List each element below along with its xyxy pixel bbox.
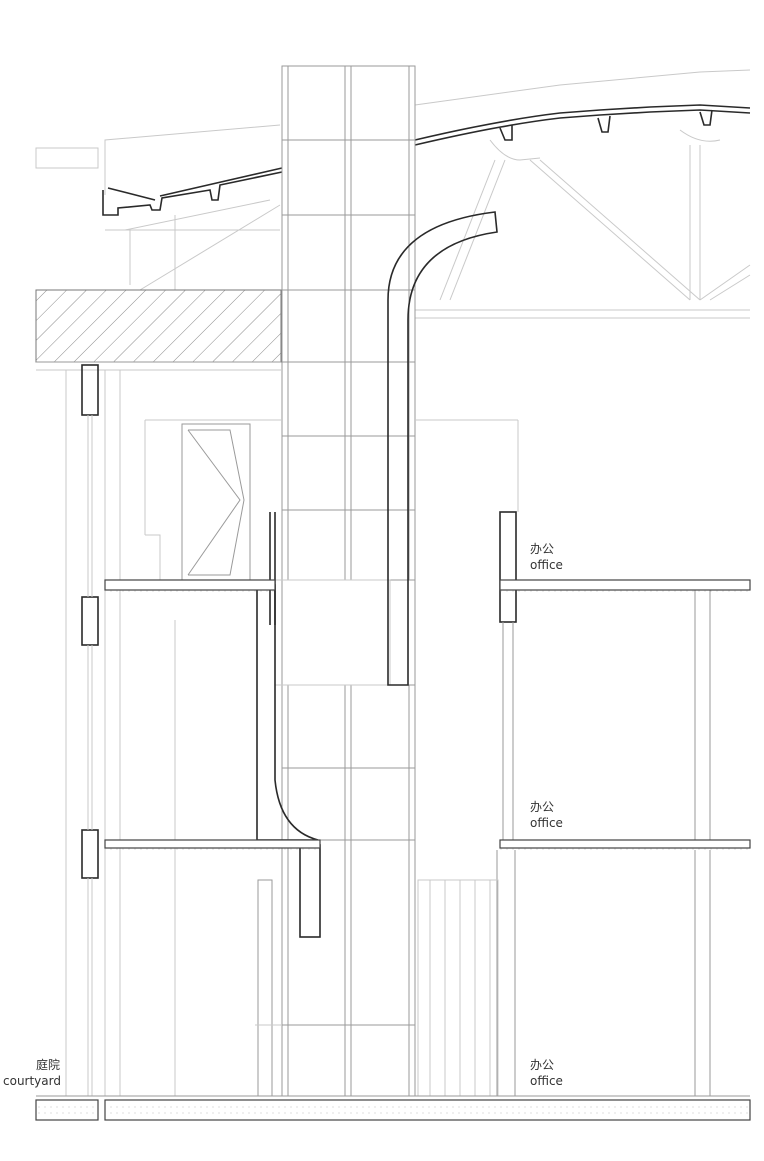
courtyard-label-en: courtyard — [3, 1074, 61, 1088]
floor-slab-upper-left — [104, 579, 276, 596]
office-upper-label-cn: 办公 — [530, 542, 555, 556]
roof-outline — [35, 69, 751, 291]
courtyard-label-cn: 庭院 — [36, 1058, 61, 1072]
floor-slab-middle-right — [499, 839, 751, 854]
curved-duct-upper — [387, 211, 498, 686]
roof-gutter-right — [414, 104, 751, 146]
office-upper-label-en: office — [530, 558, 563, 572]
left-window — [144, 419, 282, 581]
roof-truss — [124, 129, 751, 319]
floor-slab-upper-right — [499, 579, 751, 596]
office-ground-label-en: office — [530, 1074, 563, 1088]
ground-slab — [35, 1095, 751, 1121]
right-columns — [415, 419, 711, 1097]
office-middle-label-en: office — [530, 816, 563, 830]
central-shaft — [274, 65, 416, 1097]
left-columns — [65, 364, 176, 1096]
floor-slab-middle-left — [104, 839, 321, 854]
roof-gutter-left — [102, 167, 283, 216]
office-ground-label-cn: 办公 — [530, 1058, 555, 1072]
office-middle-label-cn: 办公 — [530, 800, 555, 814]
hatched-roof-slab — [35, 289, 282, 363]
